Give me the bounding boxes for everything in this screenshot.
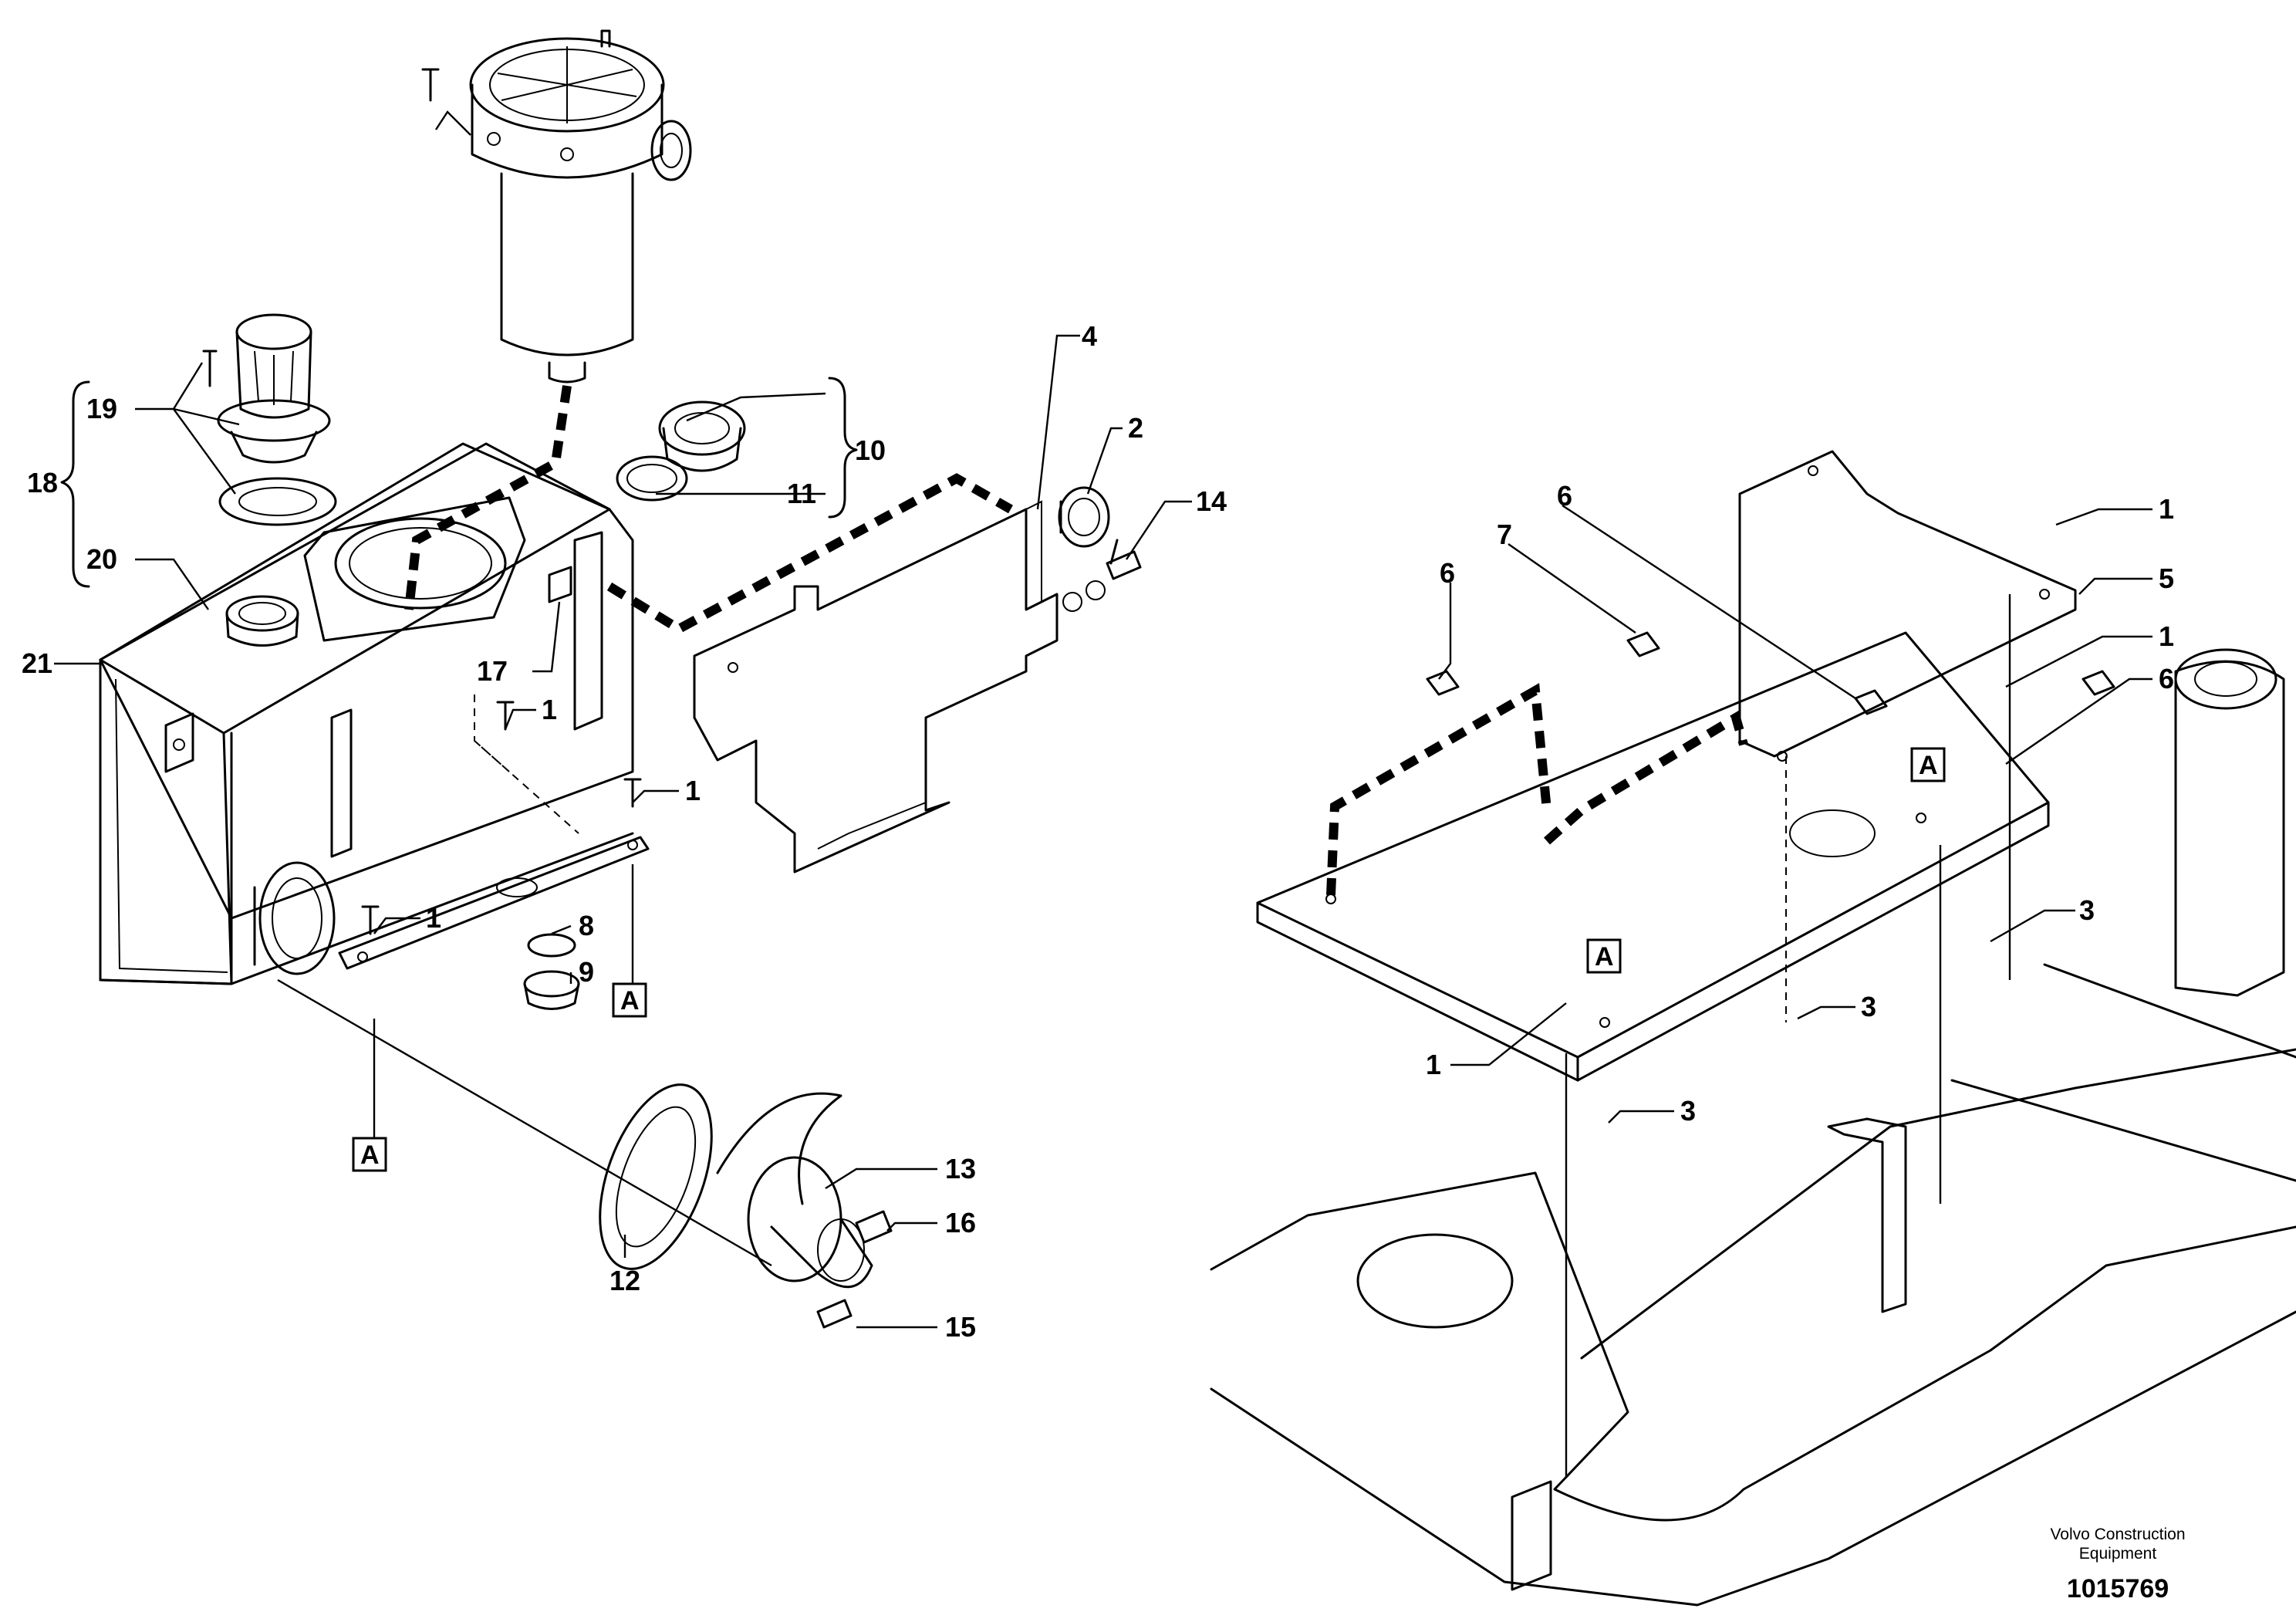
level-gauge — [1058, 486, 1110, 548]
label-1-d: 1 — [2159, 493, 2174, 525]
label-12: 12 — [609, 1265, 640, 1296]
hydraulic-tank — [99, 442, 650, 985]
cover-plate — [1256, 631, 2050, 1082]
bracket-10 — [828, 377, 858, 519]
clips — [1426, 631, 2115, 715]
label-18: 18 — [27, 467, 58, 498]
block-17 — [548, 566, 572, 603]
ref-marker-a-4: A — [1910, 747, 1946, 782]
filter-screw — [421, 68, 471, 136]
label-16: 16 — [945, 1207, 976, 1238]
label-3-b: 3 — [1861, 991, 1876, 1022]
label-3-c: 3 — [1680, 1095, 1696, 1127]
label-2: 2 — [1128, 412, 1143, 444]
label-6-c: 6 — [1557, 480, 1572, 512]
bracket-dashed — [606, 473, 1013, 634]
label-1-f: 1 — [1426, 1049, 1441, 1080]
label-5: 5 — [2159, 563, 2174, 594]
breather-assembly — [202, 313, 337, 526]
label-17: 17 — [477, 655, 508, 687]
company-name-line1: Volvo Construction — [2050, 1526, 2185, 1543]
company-name-line2: Equipment — [2079, 1545, 2157, 1563]
ref-marker-a-2: A — [612, 982, 647, 1018]
suction-assembly — [599, 1083, 893, 1329]
label-4: 4 — [1082, 320, 1097, 352]
label-21: 21 — [22, 647, 52, 679]
label-14: 14 — [1196, 485, 1227, 517]
label-1-b: 1 — [685, 775, 701, 806]
mounting-bracket — [693, 500, 1106, 874]
label-1-e: 1 — [2159, 620, 2174, 652]
machine-frame — [1210, 648, 2296, 1607]
label-15: 15 — [945, 1311, 976, 1343]
upper-plate — [1738, 450, 2077, 758]
label-1-a: 1 — [542, 694, 557, 725]
svg-text:A: A — [360, 1140, 380, 1170]
bracket-18 — [60, 380, 90, 588]
bolt-14 — [1106, 539, 1142, 580]
drain-plug — [523, 933, 580, 1010]
return-filter — [469, 29, 692, 384]
screws-left — [361, 701, 642, 935]
label-6-b: 6 — [1440, 557, 1455, 589]
ref-marker-a-3: A — [1586, 938, 1622, 974]
label-10: 10 — [855, 434, 886, 466]
label-20: 20 — [86, 543, 117, 575]
label-6-a: 6 — [2159, 663, 2174, 694]
label-3-a: 3 — [2079, 894, 2095, 926]
label-7: 7 — [1497, 519, 1512, 550]
svg-text:A: A — [1595, 942, 1614, 972]
svg-text:A: A — [1919, 751, 1938, 780]
plate-dashed-1 — [1326, 683, 1551, 896]
filter-element-seal — [616, 400, 746, 502]
document-number: 1015769 — [2067, 1574, 2169, 1603]
filter-to-tank-dashed — [404, 385, 572, 610]
label-9: 9 — [579, 956, 594, 988]
plate-dashed-2 — [1544, 710, 1748, 845]
label-19: 19 — [86, 393, 117, 424]
ref-marker-a-1: A — [352, 1137, 387, 1172]
suction-line — [277, 978, 772, 1267]
svg-text:A: A — [620, 986, 640, 1015]
label-13: 13 — [945, 1153, 976, 1184]
label-11: 11 — [787, 478, 816, 509]
label-1-c: 1 — [426, 902, 441, 934]
label-8: 8 — [579, 910, 594, 941]
